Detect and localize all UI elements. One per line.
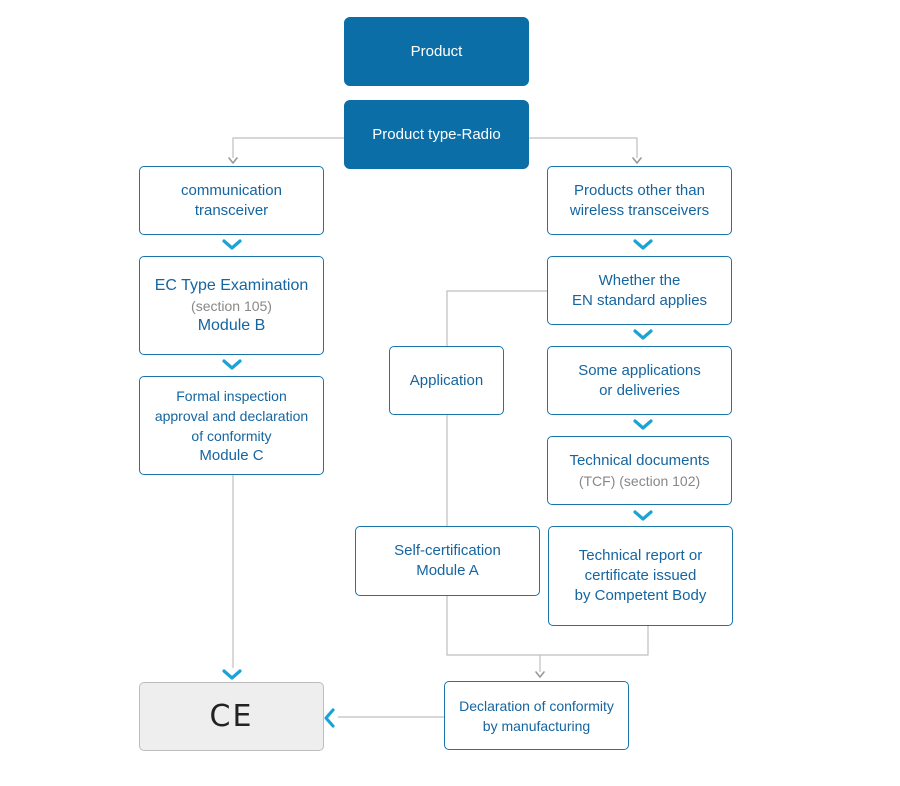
application-label: Application [409,371,484,389]
some-applications-line-1: Some applications [578,361,701,379]
self-certification-box: Self-certification Module A [355,526,540,596]
technical-report-line-2: certificate issued [584,567,697,584]
communication-transceiver-box: communication transceiver [139,166,324,235]
arrow-down-accent-4 [633,239,653,250]
en-standard-box: Whether the EN standard applies [547,256,732,325]
communication-transceiver-line-2: transceiver [194,201,269,219]
product-label: Product [410,42,463,60]
arrow-down-accent-2 [222,359,242,370]
declaration-box: Declaration of conformity by manufacturi… [444,681,629,750]
technical-documents-section: (TCF) (section 102) [578,472,701,489]
technical-report-box: Technical report or certificate issued b… [548,526,733,626]
en-standard-line-1: Whether the [598,271,681,289]
formal-inspection-box: Formal inspection approval and declarati… [139,376,324,475]
ec-type-section: (section 105) [191,297,272,314]
en-standard-line-2: EN standard applies [571,291,708,309]
arrow-down-gray-left [228,157,238,164]
some-applications-line-2: or deliveries [599,381,680,399]
arrow-down-accent-1 [222,239,242,250]
ec-type-module: Module B [197,316,266,334]
self-certification-line-1: Self-certification [394,542,501,559]
branch-line-right [528,137,638,158]
arrow-down-accent-3 [222,669,242,680]
arrow-down-gray-merge [535,671,545,678]
arrow-left-accent-ce [324,708,335,728]
technical-report-line-3: by Competent Body [574,587,707,604]
application-box: Application [389,346,504,415]
technical-documents-box: Technical documents (TCF) (section 102) [547,436,732,505]
formal-inspection-line-3: of conformity [191,427,272,444]
ce-mark-box: CE [139,682,324,751]
line-report-to-merge [540,626,649,656]
product-type-label: Product type-Radio [372,125,501,143]
product-box: Product [344,17,529,86]
some-applications-box: Some applications or deliveries [547,346,732,415]
arrow-down-gray-right [632,157,642,164]
communication-transceiver-line-1: communication [181,181,282,199]
arrow-down-accent-7 [633,510,653,521]
declaration-line-1: Declaration of conformity [459,697,614,714]
line-application-to-merge [446,415,540,656]
product-type-box: Product type-Radio [344,100,529,169]
declaration-line-2: by manufacturing [482,717,591,734]
formal-inspection-module: Module C [199,446,264,464]
branch-line-left [232,137,344,158]
self-certification-module: Module A [416,562,479,579]
other-products-box: Products other than wireless transceiver… [547,166,732,235]
technical-documents-title: Technical documents [569,451,710,469]
arrow-down-accent-6 [633,419,653,430]
technical-report-line-1: Technical report or [578,547,703,564]
other-products-line-2: wireless transceivers [569,201,710,219]
ec-type-examination-box: EC Type Examination (section 105) Module… [139,256,324,355]
ec-type-title: EC Type Examination [154,276,309,294]
formal-inspection-line-2: approval and declaration [154,407,309,424]
line-en-to-application [446,290,548,346]
formal-inspection-line-1: Formal inspection [176,387,287,404]
other-products-line-1: Products other than [574,181,705,199]
ce-mark: CE [209,698,254,734]
arrow-down-accent-5 [633,329,653,340]
